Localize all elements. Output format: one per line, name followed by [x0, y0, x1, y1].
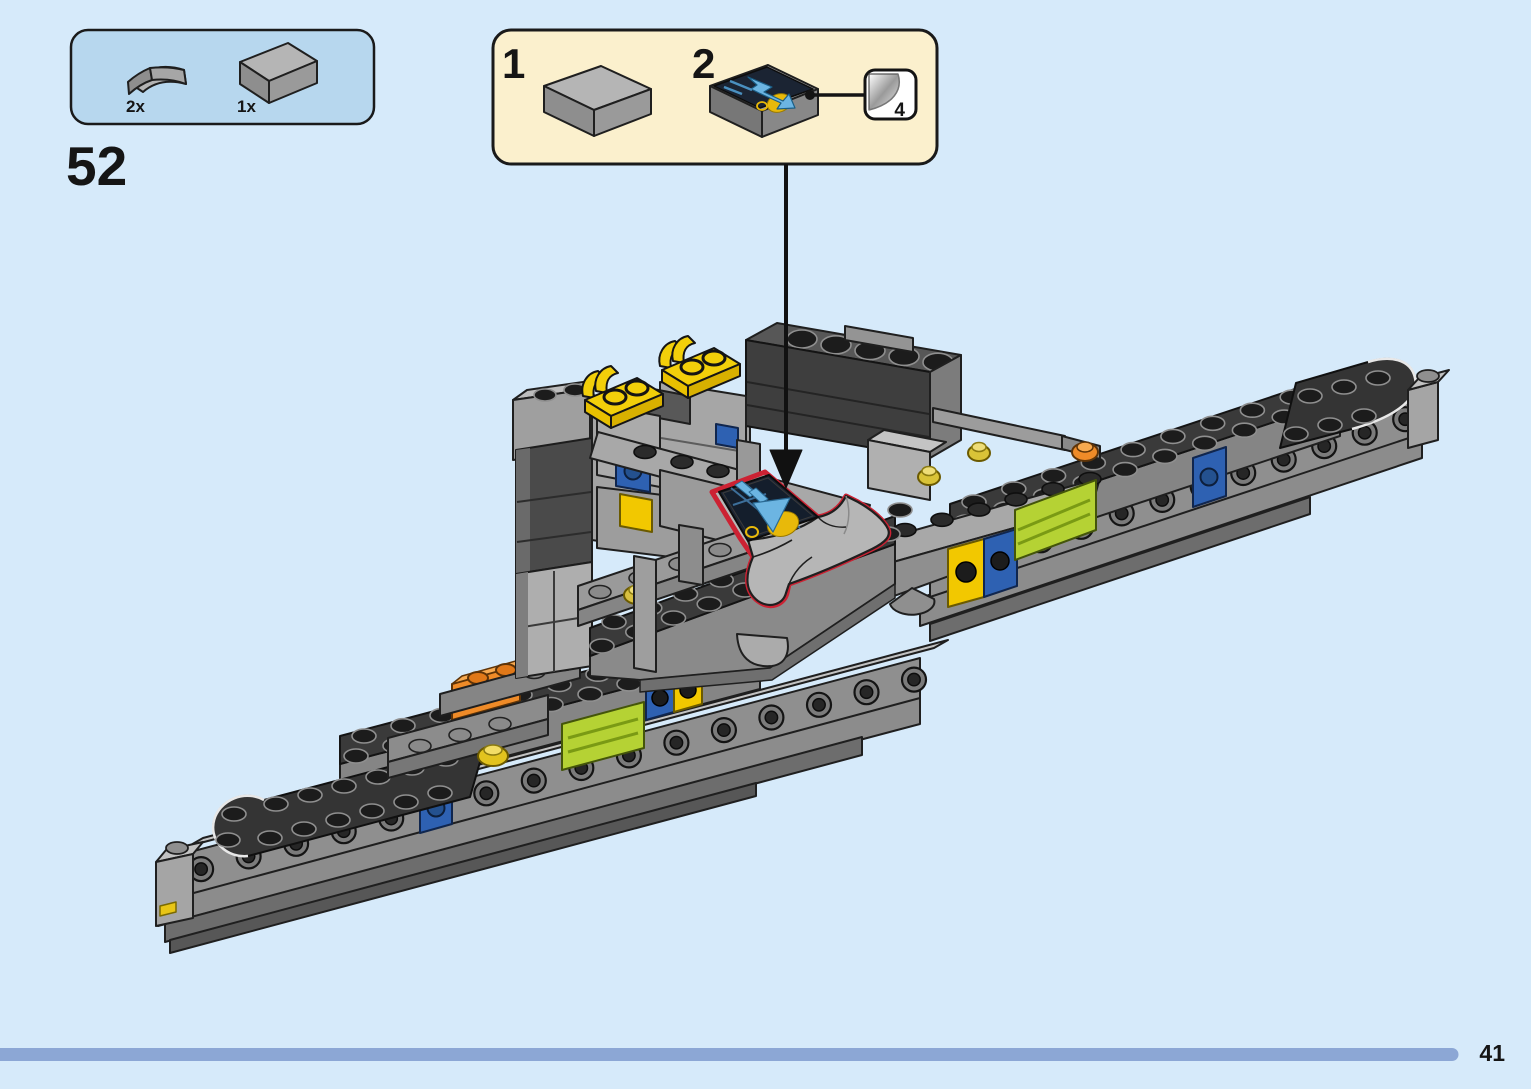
svg-text:2: 2	[692, 40, 715, 87]
svg-text:1x: 1x	[237, 97, 256, 116]
svg-text:4: 4	[894, 100, 905, 121]
svg-text:1: 1	[502, 40, 525, 87]
svg-text:2x: 2x	[126, 97, 145, 116]
svg-text:41: 41	[1479, 1040, 1505, 1066]
svg-text:52: 52	[66, 135, 127, 197]
